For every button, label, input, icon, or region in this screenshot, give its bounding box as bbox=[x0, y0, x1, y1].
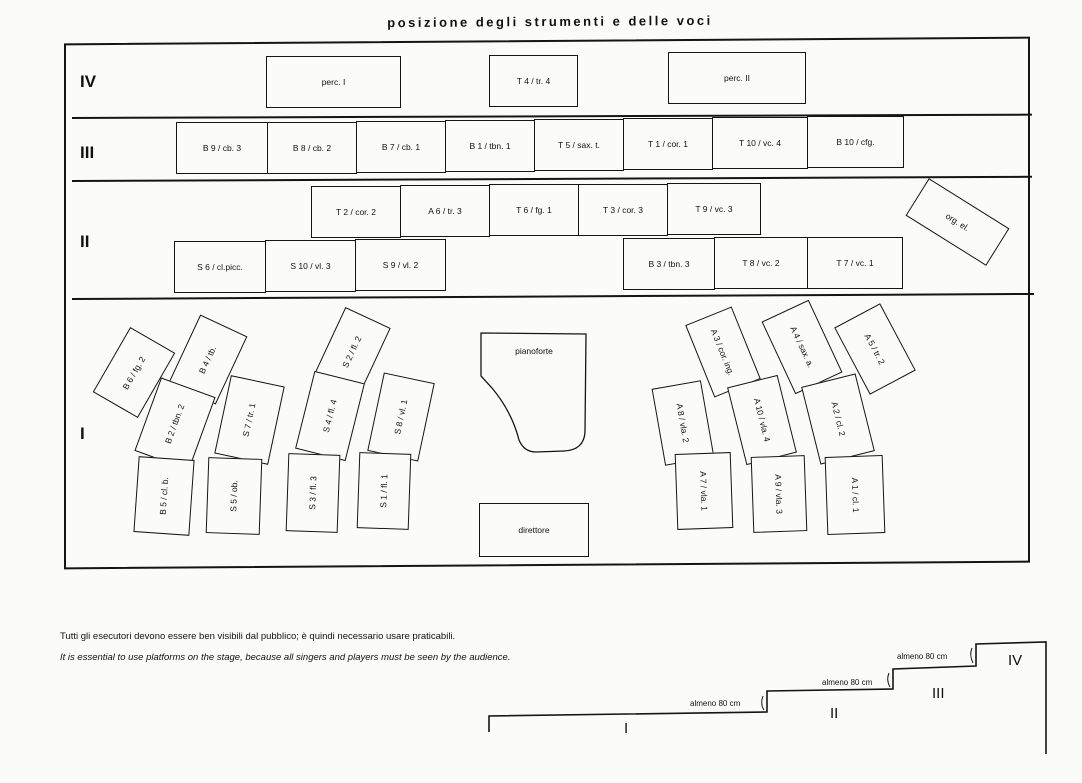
row-label-i: I bbox=[80, 424, 85, 443]
seat-box: T 4 / tr. 4 bbox=[489, 55, 578, 107]
seat-label: A 10 / vla. 4 bbox=[751, 397, 773, 443]
row-label-iii: III bbox=[80, 143, 95, 162]
seat-box: S 5 / ob. bbox=[205, 457, 263, 535]
seat-box: A 7 / vla. 1 bbox=[674, 452, 734, 530]
step-label-ii: II bbox=[830, 705, 839, 722]
seat-label: A 3 / cor. ing. bbox=[709, 327, 737, 377]
seat-box: S 6 / cl.picc. bbox=[174, 241, 266, 293]
seat-box: T 6 / fg. 1 bbox=[489, 184, 579, 236]
seat-label: B 4 / tb. bbox=[197, 344, 219, 375]
seat-box: S 9 / vl. 2 bbox=[355, 239, 446, 291]
seat-label: S 7 / tr. 1 bbox=[241, 402, 258, 438]
seat-label: A 5 / tr. 2 bbox=[862, 331, 888, 367]
seat-label: A 1 / cl. 1 bbox=[849, 477, 861, 513]
row-label-iv: IV bbox=[80, 72, 97, 91]
seat-label: A 7 / vla. 1 bbox=[698, 470, 710, 512]
seat-box: B 7 / cb. 1 bbox=[356, 121, 446, 173]
piano-label: pianoforte bbox=[515, 346, 553, 356]
seat-label: S 5 / ob. bbox=[228, 479, 240, 513]
row-label-ii: II bbox=[80, 232, 90, 251]
seat-box: B 1 / tbn. 1 bbox=[445, 120, 535, 172]
step-height-label: almeno 80 cm bbox=[822, 678, 873, 687]
seat-box: T 1 / cor. 1 bbox=[623, 118, 713, 170]
note-english: It is essential to use platforms on the … bbox=[60, 652, 511, 663]
step-height-label: almeno 80 cm bbox=[690, 699, 741, 708]
seat-box: S 1 / fl. 1 bbox=[356, 452, 412, 530]
seat-box: S 3 / fl. 3 bbox=[285, 453, 341, 533]
seat-box: A 9 / vla. 3 bbox=[750, 455, 808, 533]
seat-label: B 6 / fg. 2 bbox=[120, 354, 148, 391]
seat-label: S 3 / fl. 3 bbox=[307, 476, 319, 510]
seat-label: B 2 / tbn. 2 bbox=[163, 402, 187, 446]
step-label-iv: IV bbox=[1008, 652, 1023, 669]
seat-box: B 5 / cl. b. bbox=[133, 456, 195, 536]
diagram-title: posizione degli strumenti e delle voci bbox=[387, 12, 713, 31]
piano-shape bbox=[480, 332, 587, 453]
seat-box: perc. II bbox=[668, 52, 806, 104]
platform-steps-diagram bbox=[488, 641, 1047, 754]
seat-box: S 10 / vl. 3 bbox=[265, 240, 356, 292]
step-label-i: I bbox=[624, 720, 629, 737]
seat-label: A 2 / cl. 2 bbox=[828, 400, 848, 438]
seat-box: A 6 / tr. 3 bbox=[400, 185, 490, 237]
seat-box: B 3 / tbn. 3 bbox=[623, 238, 715, 290]
seat-box: B 10 / cfg. bbox=[807, 116, 904, 168]
step-height-label: almeno 80 cm bbox=[897, 652, 948, 661]
seat-label: A 8 / vla. 2 bbox=[674, 402, 692, 444]
seat-box: T 5 / sax. t. bbox=[534, 119, 624, 171]
seat-label: A 4 / sax. a. bbox=[788, 324, 816, 370]
seat-box: T 8 / vc. 2 bbox=[714, 237, 808, 289]
seat-box: perc. I bbox=[266, 56, 401, 108]
note-italian: Tutti gli esecutori devono essere ben vi… bbox=[60, 631, 456, 642]
seat-box: A 1 / cl. 1 bbox=[824, 455, 886, 535]
conductor-box: direttore bbox=[479, 503, 589, 557]
seat-label: S 4 / fl. 4 bbox=[321, 398, 339, 434]
seat-box: T 3 / cor. 3 bbox=[578, 184, 668, 236]
seat-box: B 9 / cb. 3 bbox=[176, 122, 268, 174]
seat-box: T 9 / vc. 3 bbox=[667, 183, 761, 235]
seat-label: B 5 / cl. b. bbox=[157, 476, 171, 516]
seat-label: S 1 / fl. 1 bbox=[378, 474, 390, 508]
seat-label: S 8 / vl. 1 bbox=[392, 398, 410, 436]
seat-label: S 2 / fl. 2 bbox=[340, 334, 364, 370]
step-label-iii: III bbox=[932, 685, 945, 702]
seat-box: B 8 / cb. 2 bbox=[267, 122, 357, 174]
seat-box: T 10 / vc. 4 bbox=[712, 117, 808, 169]
seat-box: T 2 / cor. 2 bbox=[311, 186, 401, 238]
organ-label: org. el. bbox=[943, 210, 972, 234]
seat-box: T 7 / vc. 1 bbox=[807, 237, 903, 289]
seat-label: A 9 / vla. 3 bbox=[773, 473, 785, 515]
